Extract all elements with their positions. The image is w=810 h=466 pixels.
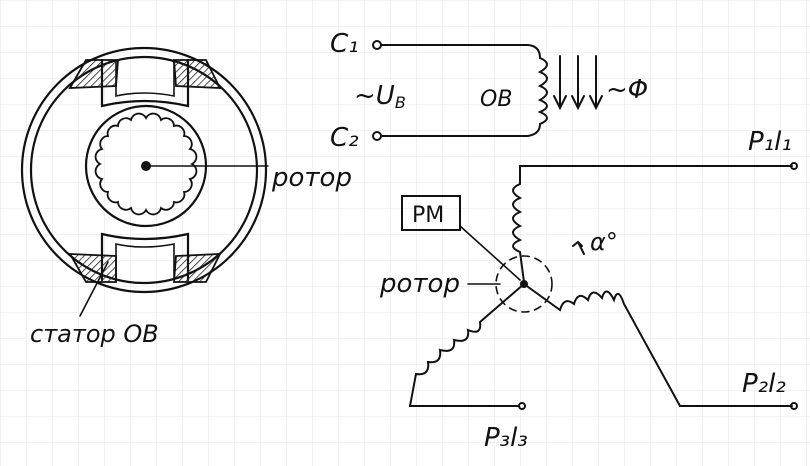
winding-top-left <box>68 59 119 89</box>
flux-label: ~Φ <box>606 75 648 105</box>
winding-top-right <box>173 59 222 89</box>
coil-p2 <box>523 283 793 407</box>
winding-bottom-left <box>68 253 117 283</box>
winding-bottom-right <box>173 253 222 283</box>
ov-coil <box>537 57 548 125</box>
rotor-node-boundary <box>495 255 553 313</box>
c1-label: C₁ <box>330 29 359 59</box>
voltage-label: ~UB <box>354 81 406 112</box>
excitation-winding <box>372 40 603 141</box>
angle-label: α° <box>590 228 618 256</box>
flux-arrow-1 <box>553 55 567 111</box>
pm-leader <box>459 225 521 281</box>
p3l3-label: P₃l₃ <box>484 423 528 453</box>
star-winding <box>401 162 798 410</box>
pm-label: PM <box>412 203 444 228</box>
stator-inner-ring <box>29 55 259 285</box>
p1l1-label: P₁l₁ <box>748 127 792 157</box>
c2-label: C₂ <box>330 123 359 153</box>
terminal-p1 <box>790 162 798 170</box>
rotation-arrow <box>572 240 585 255</box>
upper-pole <box>100 58 190 108</box>
rotor-teeth <box>94 112 198 216</box>
stator-label: статор OB <box>30 320 159 348</box>
rotor-shaft <box>141 161 151 171</box>
coil-p3 <box>408 283 525 407</box>
rotor-node <box>520 280 528 288</box>
ov-label: OB <box>480 87 512 112</box>
stator-leader <box>79 261 109 317</box>
pm-box <box>401 195 461 231</box>
flux-arrow-3 <box>589 55 603 111</box>
coil-p1 <box>512 165 525 283</box>
lower-pole <box>100 232 190 282</box>
flux-arrow-2 <box>571 55 585 111</box>
p2l2-label: P₂l₂ <box>742 369 786 399</box>
stator-outer-ring <box>20 46 268 294</box>
rotor-label-center: ротор <box>379 269 460 299</box>
motor-cross-section <box>20 46 269 317</box>
rotor-label-left: ротор <box>271 163 352 193</box>
terminal-p3 <box>518 402 526 410</box>
terminal-p2 <box>790 402 798 410</box>
